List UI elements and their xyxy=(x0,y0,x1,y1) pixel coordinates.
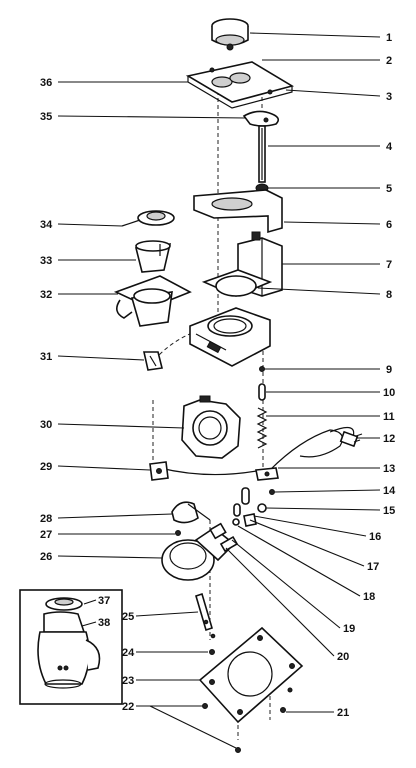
parts-9-10-11-pin-tube-spring xyxy=(256,366,268,449)
label-34: 34 xyxy=(40,219,53,231)
part-30-heating-element xyxy=(181,395,241,459)
label-27: 27 xyxy=(40,529,52,541)
label-29: 29 xyxy=(40,461,52,473)
inset-carafe xyxy=(19,589,123,705)
label-30: 30 xyxy=(40,419,52,431)
label-28: 28 xyxy=(40,513,52,525)
part-12-power-cord xyxy=(159,426,363,476)
label-37: 37 xyxy=(98,595,110,607)
label-3: 3 xyxy=(386,91,392,103)
part-31-switch xyxy=(143,351,163,371)
part-28-fuse xyxy=(171,501,211,524)
label-25: 25 xyxy=(122,611,134,623)
part-6-upper-housing xyxy=(193,189,283,234)
label-10: 10 xyxy=(383,387,395,399)
label-12: 12 xyxy=(383,433,395,445)
label-18: 18 xyxy=(363,591,375,603)
callout-labels: 1 2 3 4 5 6 7 8 9 10 11 12 13 14 15 16 1… xyxy=(40,32,396,719)
part-29-thermostat xyxy=(149,461,169,481)
label-20: 20 xyxy=(337,651,349,663)
part-4-tube-rod xyxy=(258,125,266,183)
part-25-bracket xyxy=(195,592,216,639)
label-33: 33 xyxy=(40,255,52,267)
part-33-filter-basket xyxy=(135,240,172,273)
label-26: 26 xyxy=(40,551,52,563)
label-1: 1 xyxy=(386,32,392,44)
part-34-basket-lid xyxy=(121,210,175,227)
label-15: 15 xyxy=(383,505,395,517)
label-2: 2 xyxy=(386,55,392,67)
label-13: 13 xyxy=(383,463,395,475)
label-5: 5 xyxy=(386,183,392,195)
label-8: 8 xyxy=(386,289,392,301)
part-36-top-cover xyxy=(185,61,295,109)
label-35: 35 xyxy=(40,111,52,123)
label-4: 4 xyxy=(386,141,393,153)
part-32-basket-holder xyxy=(113,275,192,327)
label-17: 17 xyxy=(367,561,379,573)
part-26-pump-disc xyxy=(161,522,239,581)
label-19: 19 xyxy=(343,623,355,635)
parts-21-22-feet xyxy=(202,687,293,753)
part-27-screw xyxy=(175,530,181,536)
label-22: 22 xyxy=(122,701,134,713)
base-housing xyxy=(189,307,271,367)
parts-13-to-17-hardware xyxy=(232,467,279,527)
label-31: 31 xyxy=(40,351,52,363)
label-9: 9 xyxy=(386,364,392,376)
label-24: 24 xyxy=(122,647,135,659)
label-7: 7 xyxy=(386,259,392,271)
label-16: 16 xyxy=(369,531,381,543)
label-32: 32 xyxy=(40,289,52,301)
part-23-bottom-plate xyxy=(198,626,304,724)
label-14: 14 xyxy=(383,485,396,497)
label-36: 36 xyxy=(40,77,52,89)
label-38: 38 xyxy=(98,617,110,629)
label-6: 6 xyxy=(386,219,392,231)
part-1-knob-cap xyxy=(211,18,249,51)
label-21: 21 xyxy=(337,707,349,719)
part-35-latch-spring xyxy=(242,110,280,127)
label-11: 11 xyxy=(383,411,395,423)
part-8-warming-plate xyxy=(201,269,273,297)
label-23: 23 xyxy=(122,675,134,687)
callout-leaders xyxy=(57,32,381,749)
part-24-screw xyxy=(209,649,215,655)
